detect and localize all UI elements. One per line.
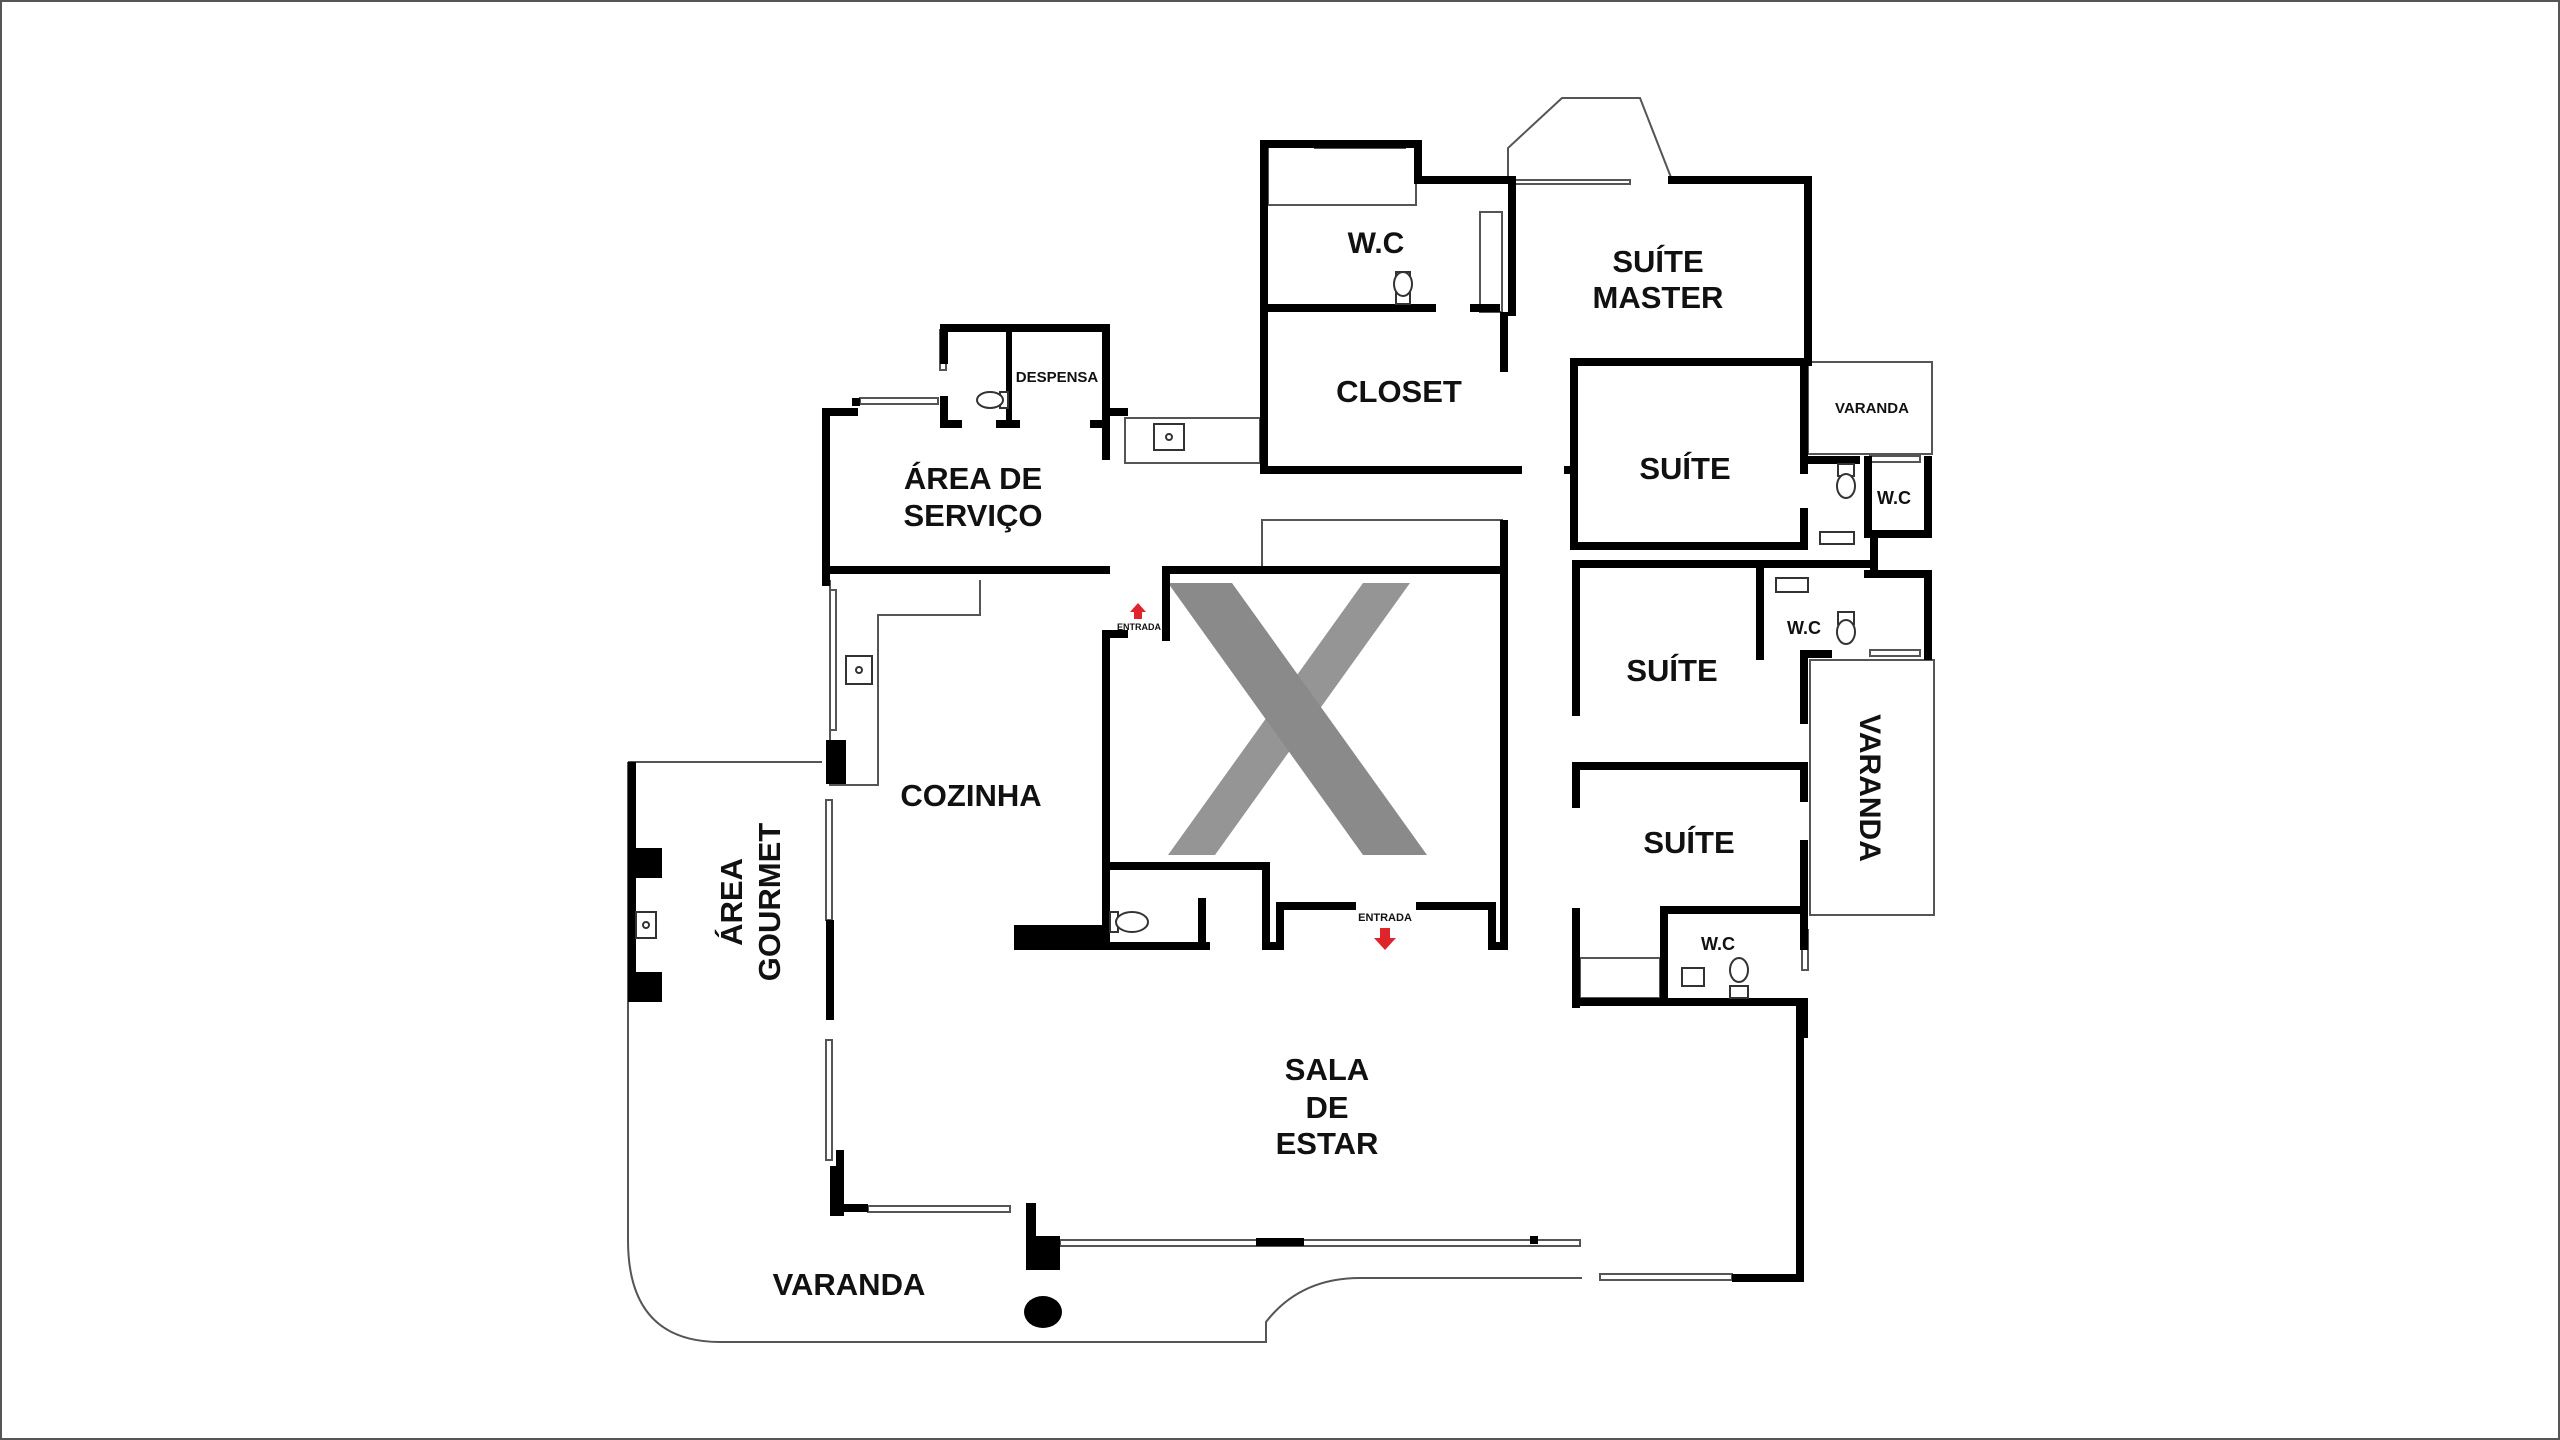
arrow-down-icon — [1374, 928, 1396, 950]
wc-suite-2-label: W.C — [1787, 618, 1821, 638]
entrada-service-label: ENTRADA — [1117, 622, 1161, 632]
sink-icon — [635, 911, 657, 939]
toilet-icon — [1729, 957, 1749, 999]
sink-icon — [845, 655, 873, 685]
cozinha-label: COZINHA — [900, 778, 1041, 813]
despensa-label: DESPENSA — [1016, 369, 1099, 386]
sink-icon — [1681, 531, 1855, 987]
watermark-x-icon — [1168, 583, 1427, 855]
sink-icon — [1153, 423, 1185, 451]
entrada-main-label: ENTRADA — [1358, 912, 1412, 924]
suite-2-label: SUÍTE — [1626, 653, 1717, 688]
sala-label-line3: ESTAR — [1276, 1126, 1379, 1161]
varanda-front-label: VARANDA — [773, 1267, 926, 1302]
suite-1-label: SUÍTE — [1639, 451, 1730, 486]
toilet-icon — [1393, 271, 1413, 305]
area-gourmet-label-line1: ÁREA — [714, 858, 749, 946]
column-icon — [1024, 1296, 1062, 1328]
wc-master-label: W.C — [1348, 227, 1405, 260]
area-servico-label-line1: ÁREA DE — [904, 461, 1042, 496]
toilet-icon — [976, 391, 1009, 409]
toilet-icon — [1836, 463, 1856, 499]
toilet-icon — [1109, 911, 1149, 933]
varanda-small-label: VARANDA — [1835, 400, 1909, 417]
closet-label: CLOSET — [1336, 374, 1462, 409]
wc-suite-1-label: W.C — [1877, 488, 1911, 508]
suite-master-label-line2: MASTER — [1593, 280, 1724, 315]
area-servico-label-line2: SERVIÇO — [904, 498, 1043, 533]
varanda-side-label: VARANDA — [1853, 714, 1886, 862]
sala-label-line2: DE — [1305, 1090, 1348, 1125]
arrow-up-icon — [1130, 603, 1146, 619]
sala-label-line1: SALA — [1285, 1052, 1369, 1087]
toilet-icon — [1836, 611, 1856, 645]
walls — [628, 140, 1932, 1282]
suite-3-label: SUÍTE — [1643, 825, 1734, 860]
area-gourmet-label-line2: GOURMET — [752, 823, 787, 982]
suite-master-label-line1: SUÍTE — [1612, 244, 1703, 279]
wc-suite-3-label: W.C — [1701, 934, 1735, 954]
